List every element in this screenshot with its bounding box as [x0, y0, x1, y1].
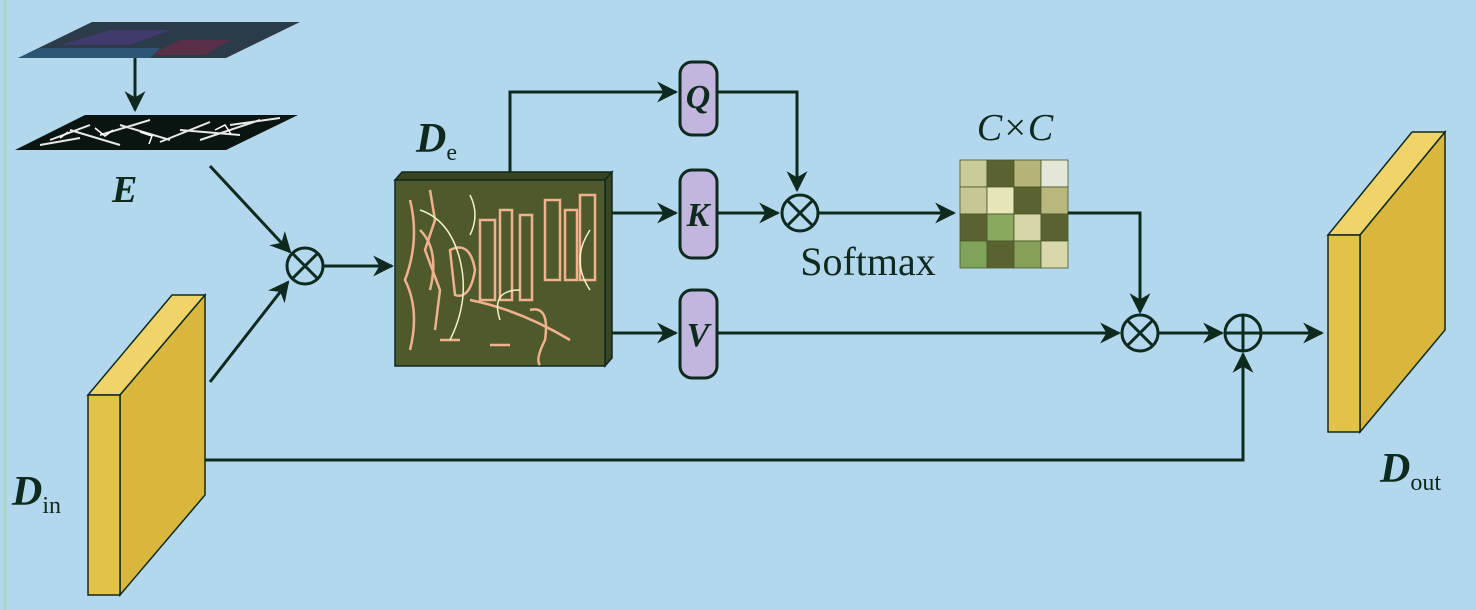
d-out-feature-slab: [1326, 129, 1447, 435]
matrix-cell: [959, 240, 988, 269]
softmax-label: Softmax: [800, 239, 936, 284]
matrix-cell: [1040, 240, 1069, 269]
matrix-cell: [1013, 240, 1042, 269]
matrix-cell: [1040, 159, 1069, 188]
matrix-cell: [1013, 213, 1042, 242]
arrow-matrix-to-mult: [1068, 211, 1151, 315]
matrix-cell: [959, 213, 988, 242]
d-e-feature-map: [393, 170, 614, 368]
k-label: K: [686, 197, 712, 234]
matrix-cell: [1040, 186, 1069, 215]
d-in-label: Din: [11, 469, 61, 519]
matrix-cell: [1013, 186, 1042, 215]
arrow-din-to-mult: [208, 280, 290, 383]
d-in-feature-slab: [86, 292, 207, 598]
matrix-cell: [1013, 159, 1042, 188]
d-e-label: De: [415, 116, 457, 166]
edge-map-plane: [15, 115, 298, 150]
d-out-label: Dout: [1379, 446, 1441, 496]
q-label: Q: [686, 79, 711, 116]
arrow-q-to-mult: [717, 90, 808, 193]
attention-matrix: [959, 159, 1069, 269]
residual-connection: [205, 351, 1254, 462]
matrix-cell: [959, 159, 988, 188]
arrow-de-to-q: [508, 81, 679, 172]
cxc-label: C×C: [977, 107, 1054, 149]
input-image-plane: [18, 22, 300, 58]
v-label: V: [687, 317, 712, 354]
multiply-icon: [285, 246, 325, 286]
arrow-edge-to-mult: [208, 164, 292, 254]
matrix-cell: [1040, 213, 1069, 242]
matrix-cell: [986, 240, 1015, 269]
k-projection: K: [678, 168, 719, 260]
matrix-cell: [959, 186, 988, 215]
q-projection: Q: [678, 60, 719, 137]
edge-map-label: E: [111, 169, 137, 211]
matrix-cell: [986, 186, 1015, 215]
matrix-cell: [986, 159, 1015, 188]
v-projection: V: [678, 288, 719, 380]
add-icon: [1223, 313, 1263, 353]
matrix-cell: [986, 213, 1015, 242]
